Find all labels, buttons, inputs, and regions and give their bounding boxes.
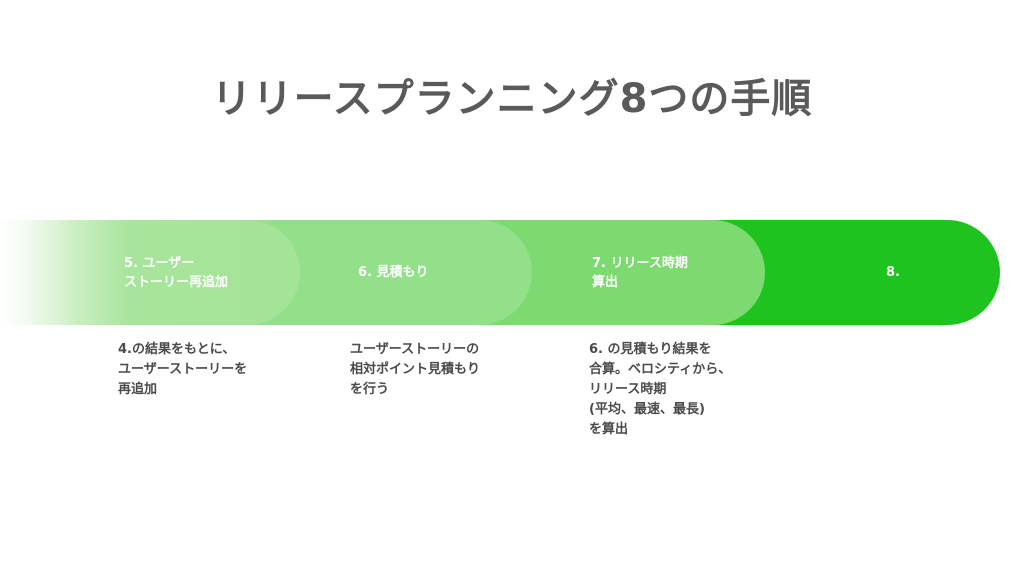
process-band [0,220,1000,325]
step-6-description: ユーザーストーリーの 相対ポイント見積もり を行う [350,342,481,397]
step-5-label: 5. ユーザー ストーリー再追加 [124,256,229,290]
page-title: リリースプランニング8つの手順 [211,76,813,122]
step-7-description: 6. の見積もり結果を 合算。ベロシティから、 リリース時期 (平均、最速、最長… [589,342,732,437]
step-8-label: 8. [886,265,900,280]
step-7-label: 7. リリース時期 算出 [592,256,688,290]
step-6-label: 6. 見積もり [358,265,429,280]
step-5-description: 4.の結果をもとに、 ユーザーストーリーを 再追加 [118,342,248,397]
step-5-segment [0,220,300,325]
